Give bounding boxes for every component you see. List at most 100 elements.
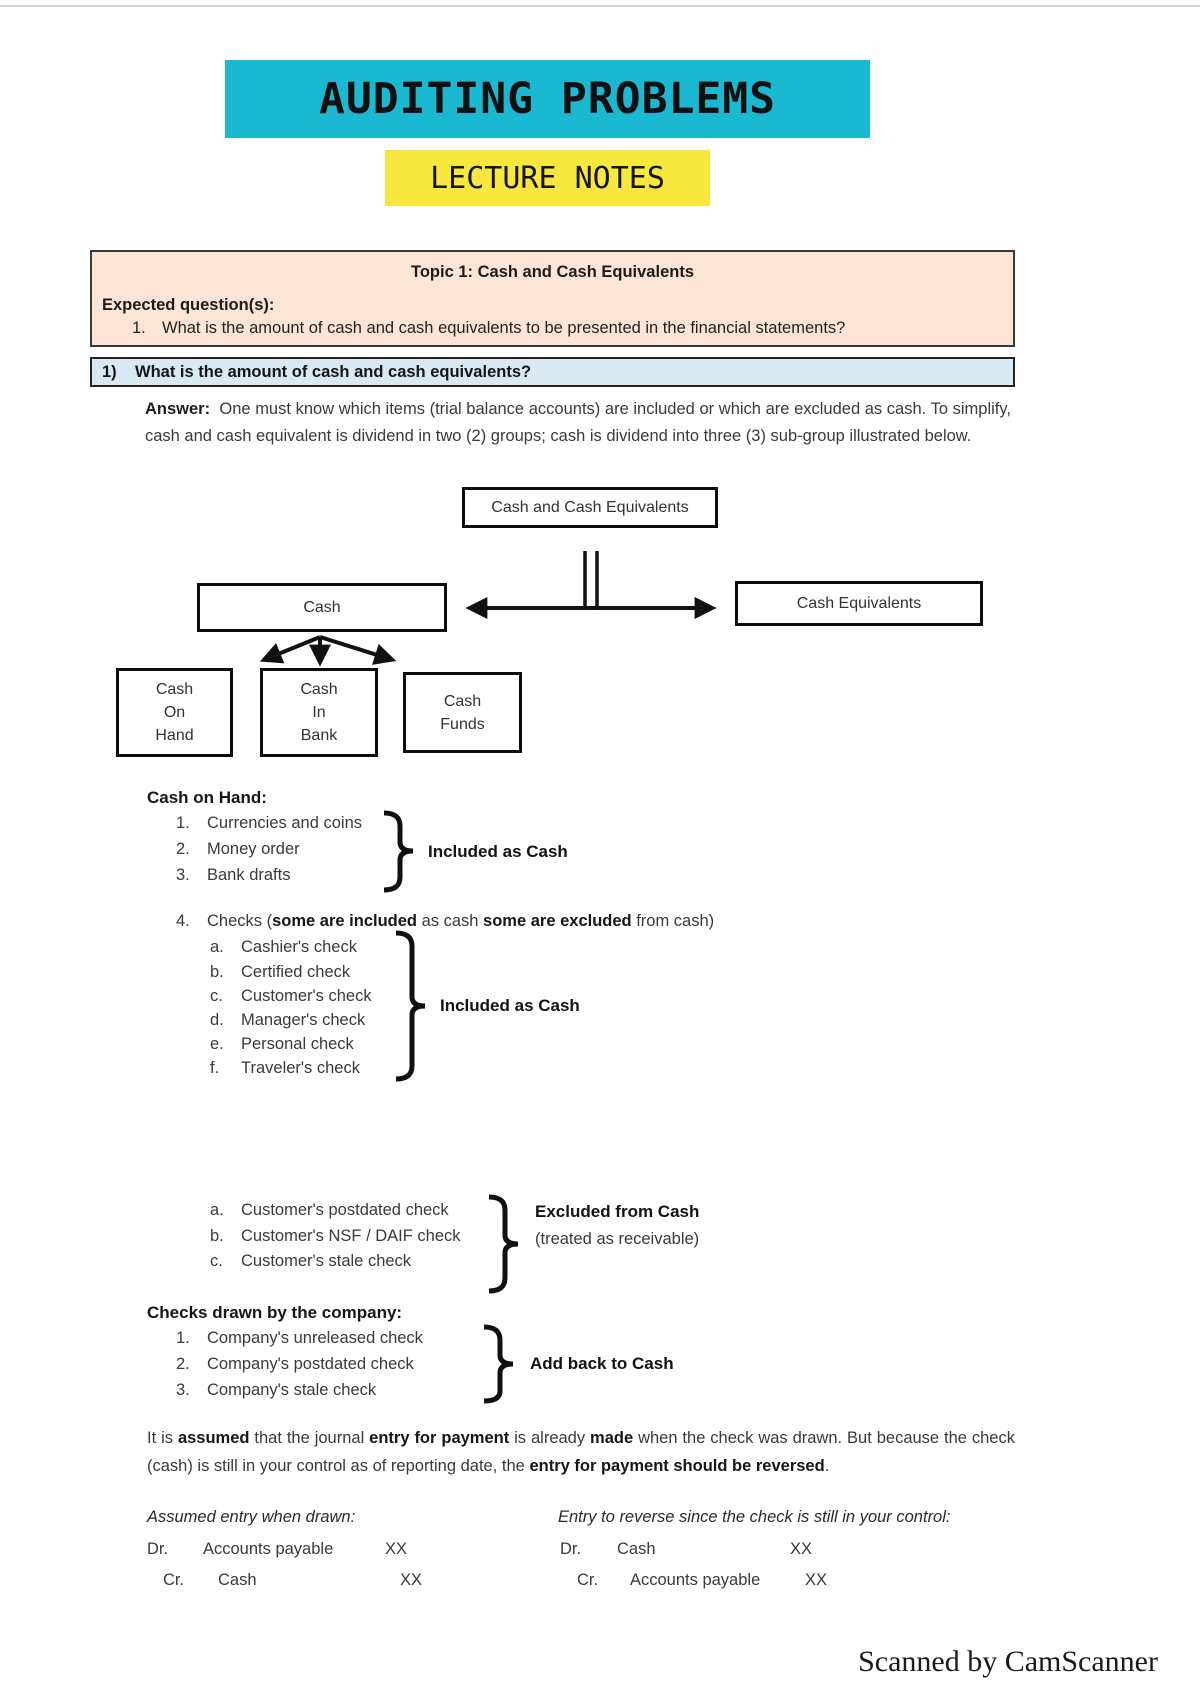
item-letter: a. bbox=[210, 938, 224, 956]
included-as-cash-label-2: Included as Cash bbox=[440, 996, 580, 1015]
item-text: Personal check bbox=[241, 1035, 354, 1053]
item-text: Customer's check bbox=[241, 987, 372, 1005]
scan-artifact-line bbox=[0, 5, 1200, 7]
list-item: 1. Company's unreleased check bbox=[176, 1329, 423, 1348]
list-item: 2. Money order bbox=[176, 840, 300, 859]
item-number: 1. bbox=[176, 1329, 190, 1347]
subtitle-banner: LECTURE NOTES bbox=[385, 150, 710, 206]
item-text: Manager's check bbox=[241, 1011, 366, 1029]
journal-cell-side: Cr. bbox=[163, 1571, 185, 1589]
item-text: Money order bbox=[207, 840, 300, 858]
list-item: d. Manager's check bbox=[210, 1011, 365, 1030]
list-item: c. Customer's check bbox=[210, 987, 372, 1006]
item-number: 3. bbox=[176, 1381, 190, 1399]
journal-left-heading: Assumed entry when drawn: bbox=[147, 1508, 356, 1526]
expected-question-item: 1. What is the amount of cash and cash eq… bbox=[132, 319, 845, 338]
section-number: 1) bbox=[102, 362, 117, 381]
item-number: 2. bbox=[176, 1355, 190, 1373]
note-text-bold: made bbox=[590, 1429, 634, 1447]
excluded-from-cash-label: Excluded from Cash bbox=[535, 1202, 700, 1221]
item-text: Currencies and coins bbox=[207, 814, 362, 832]
course-title: AUDITING PROBLEMS bbox=[318, 74, 777, 124]
diagram-box-cash: Cash bbox=[197, 583, 447, 632]
note-text-bold: entry for payment bbox=[369, 1429, 510, 1447]
item-letter: e. bbox=[210, 1035, 224, 1053]
section-title: What is the amount of cash and cash equi… bbox=[135, 362, 532, 381]
note-text: when the check was drawn. But because th… bbox=[147, 1429, 1015, 1475]
journal-cell-side: Dr. bbox=[147, 1540, 169, 1558]
expected-questions-label: Expected question(s): bbox=[102, 296, 275, 314]
brace-included-as-cash-1 bbox=[383, 810, 414, 893]
item-text-bold: some are included bbox=[272, 912, 417, 930]
item-number: 1. bbox=[176, 814, 190, 832]
list-item: a.Customer's postdated check bbox=[210, 1201, 449, 1220]
note-text: It is bbox=[147, 1429, 178, 1447]
journal-cell-account: Cash bbox=[617, 1540, 656, 1558]
answer-text: One must know which items (trial balance… bbox=[145, 400, 1011, 445]
question-text: What is the amount of cash and cash equi… bbox=[162, 319, 846, 337]
camscanner-credit: Scanned by CamScanner bbox=[858, 1645, 1158, 1678]
brace-included-as-cash-2 bbox=[395, 930, 426, 1082]
item-text: Certified check bbox=[241, 963, 351, 981]
diagram-box-cash-funds: Cash Funds bbox=[403, 672, 522, 753]
item-text: as cash bbox=[417, 912, 484, 930]
journal-cell-account: Cash bbox=[218, 1571, 257, 1589]
journal-cell-side: Dr. bbox=[560, 1540, 582, 1558]
note-text: is already bbox=[509, 1429, 591, 1447]
item-text: Customer's postdated check bbox=[241, 1201, 449, 1219]
treated-as-receivable-note: (treated as receivable) bbox=[535, 1230, 700, 1248]
note-text-bold: assumed bbox=[177, 1429, 250, 1447]
topic-title: Topic 1: Cash and Cash Equivalents bbox=[410, 263, 694, 281]
list-item: 1. Currencies and coins bbox=[176, 814, 362, 833]
list-item: c.Customer's stale check bbox=[210, 1252, 411, 1271]
list-item: e. Personal check bbox=[210, 1035, 354, 1054]
note-text-bold: entry for payment should be reversed bbox=[529, 1457, 825, 1475]
journal-cell-amount: XX bbox=[385, 1540, 408, 1558]
item-text: Customer's stale check bbox=[241, 1252, 412, 1270]
topic-box: Topic 1: Cash and Cash Equivalents Expec… bbox=[90, 250, 1015, 347]
item-text: Company's unreleased check bbox=[207, 1329, 423, 1347]
list-item: 2.Company's postdated check bbox=[176, 1355, 414, 1374]
item-text: Cashier's check bbox=[241, 938, 357, 956]
item-text: from cash) bbox=[631, 912, 715, 930]
list-item: a. Cashier's check bbox=[210, 938, 357, 957]
item-text: Checks ( bbox=[207, 912, 273, 930]
answer-label: Answer: bbox=[145, 400, 211, 418]
item-number: 2. bbox=[176, 840, 190, 858]
note-paragraph: It is assumed that the journal entry for… bbox=[147, 1424, 1015, 1480]
connector-cash-to-coh bbox=[259, 635, 321, 664]
item-text-bold: some are excluded bbox=[483, 912, 632, 930]
journal-cell-amount: XX bbox=[790, 1540, 813, 1558]
item-text: Customer's NSF / DAIF check bbox=[241, 1227, 461, 1245]
checks-drawn-heading: Checks drawn by the company: bbox=[147, 1303, 403, 1322]
diagram-box-cash-equivalents: Cash Equivalents bbox=[735, 581, 983, 626]
item-number: 3. bbox=[176, 866, 190, 884]
included-as-cash-label-1: Included as Cash bbox=[428, 842, 568, 861]
list-item: 3.Company's stale check bbox=[176, 1381, 376, 1400]
diagram-box-cash-on-hand: Cash On Hand bbox=[116, 668, 233, 757]
note-text: . bbox=[824, 1457, 830, 1475]
add-back-to-cash-label: Add back to Cash bbox=[530, 1354, 674, 1373]
brace-excluded-from-cash bbox=[488, 1194, 519, 1294]
item-text: Traveler's check bbox=[241, 1059, 360, 1077]
question-number: 1. bbox=[132, 319, 146, 337]
subtitle: LECTURE NOTES bbox=[430, 160, 665, 196]
journal-cell-account: Accounts payable bbox=[630, 1571, 761, 1589]
item-letter: d. bbox=[210, 1011, 224, 1029]
brace-add-back-to-cash bbox=[483, 1324, 514, 1404]
journal-right-heading: Entry to reverse since the check is stil… bbox=[558, 1508, 951, 1526]
item-letter: b. bbox=[210, 1227, 224, 1245]
section-header-bar: 1) What is the amount of cash and cash e… bbox=[90, 357, 1015, 387]
journal-cell-side: Cr. bbox=[577, 1571, 599, 1589]
item-letter: c. bbox=[210, 987, 223, 1005]
cash-on-hand-heading: Cash on Hand: bbox=[147, 788, 267, 807]
connector-cash-to-cf bbox=[319, 635, 397, 665]
diagram-box-root: Cash and Cash Equivalents bbox=[462, 487, 718, 528]
item-letter: b. bbox=[210, 963, 224, 981]
checks-item-line: 4.Checks (some are included as cash some… bbox=[176, 912, 714, 931]
journal-cell-amount: XX bbox=[805, 1571, 828, 1589]
diagram-box-cash-in-bank: Cash In Bank bbox=[260, 668, 378, 757]
course-title-banner: AUDITING PROBLEMS bbox=[225, 60, 870, 138]
note-text: that the journal bbox=[249, 1429, 370, 1447]
